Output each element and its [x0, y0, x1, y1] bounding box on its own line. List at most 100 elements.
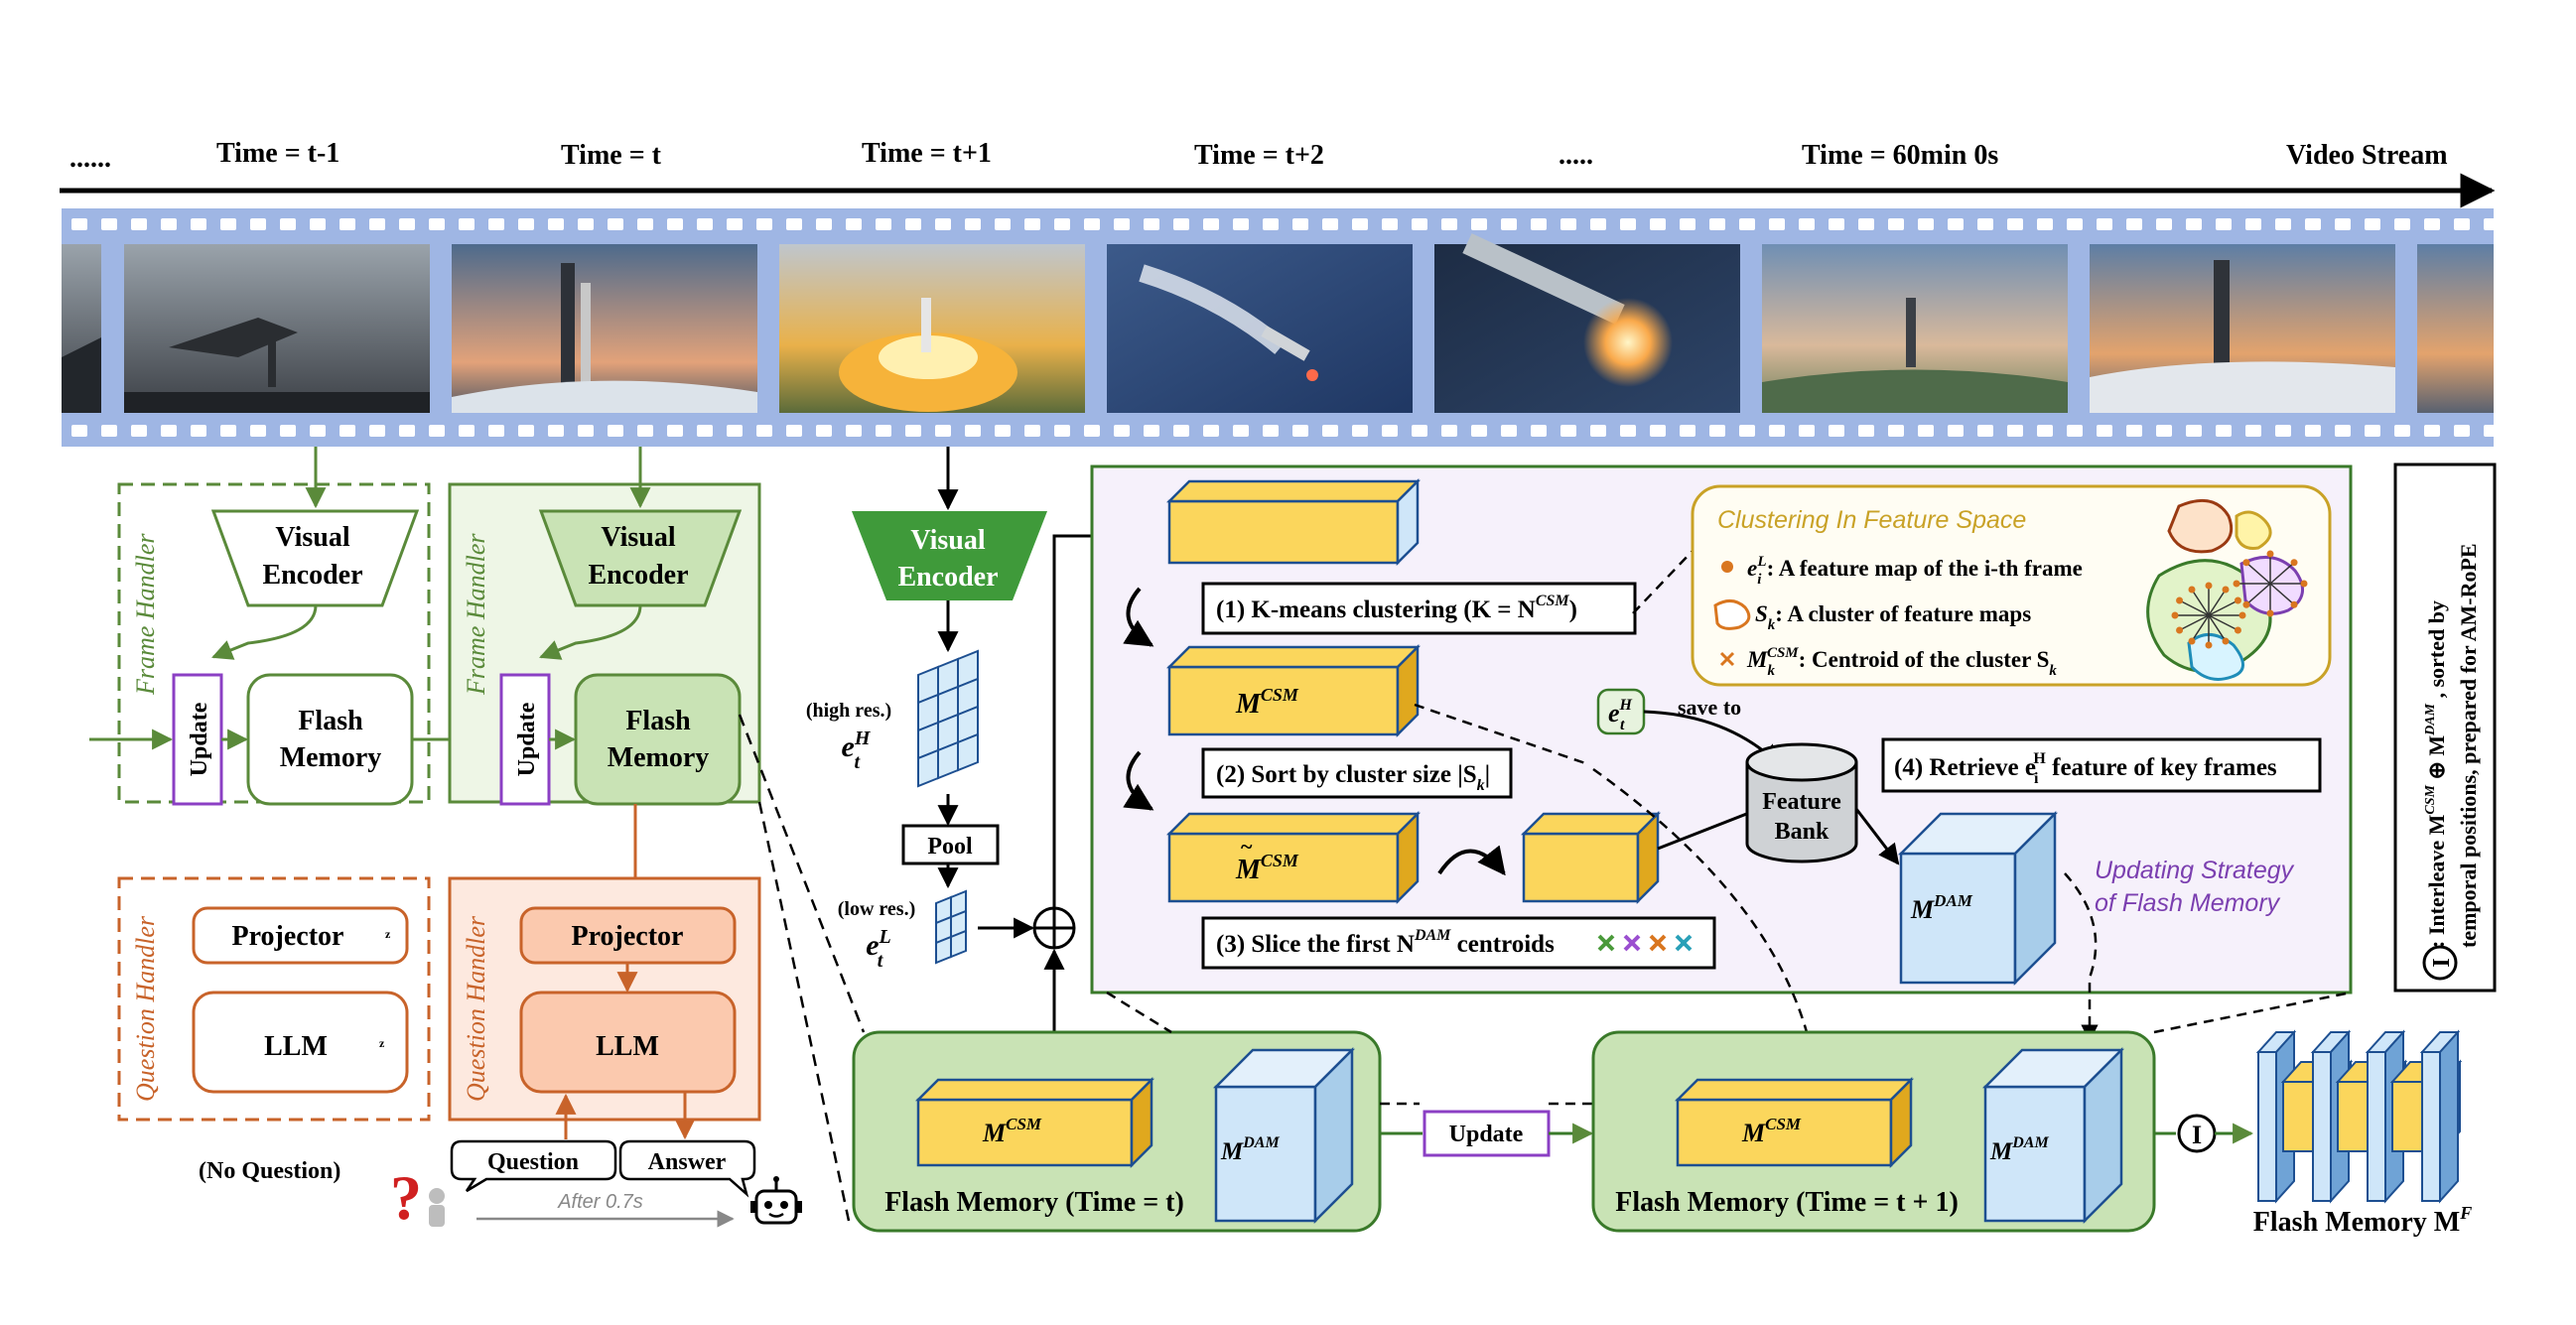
llm-prev-label: LLM	[264, 1031, 328, 1062]
after-delay-label: After 0.7s	[557, 1191, 643, 1213]
centroid-cross-icon	[1719, 651, 1735, 667]
csm-block: MCSM	[1165, 643, 1422, 738]
visual-encoder-current-line2: Encoder	[588, 560, 688, 591]
flash-memory-prev	[246, 673, 414, 806]
step1-label: (1) K-means clustering (K = NCSM)	[1216, 593, 1577, 623]
cluster-blob-icon	[1713, 599, 1751, 630]
frame-handler-current: Frame Handler Visual Encoder Update Flas…	[448, 447, 761, 901]
high-res-label: (high res.)	[806, 700, 891, 722]
question-handler-prev: Question Handler Projector z LLM z	[117, 876, 431, 1122]
step3-box	[1201, 916, 1716, 970]
step4-label: (4) Retrieve eiH feature of key frames	[1894, 750, 2277, 787]
video-frame-3	[779, 244, 1085, 413]
dam-cube-label: MDAM	[1910, 891, 1973, 924]
video-frame-0	[62, 244, 101, 413]
svg-text:~: ~	[1241, 834, 1253, 859]
cluster-illustration	[2146, 498, 2308, 681]
plus-icon	[1032, 906, 1076, 950]
film-perforations-top	[71, 218, 2500, 230]
update-transition: Update	[1380, 1102, 1594, 1157]
film-strip	[62, 208, 2500, 447]
svg-text:z: z	[379, 1036, 385, 1050]
visual-encoder-main-line2: Encoder	[897, 562, 998, 593]
qa-area: (No Question) ? Question Answer After 0.…	[199, 1139, 802, 1233]
csm-block-t-label: MCSM	[982, 1115, 1042, 1147]
flash-memory-current-line1: Flash	[625, 706, 691, 736]
pool-box	[901, 824, 1000, 865]
frame-handler-prev: Frame Handler Visual Encoder Update Flas…	[89, 447, 502, 806]
llm-current	[519, 991, 737, 1094]
question-person-icon: ?	[390, 1162, 445, 1233]
projector-current-label: Projector	[572, 921, 684, 952]
video-frame-7	[2090, 244, 2395, 413]
update-box-prev	[172, 673, 223, 806]
final-flash-memory-label: Flash Memory MF	[2253, 1203, 2472, 1238]
update-main-label: Update	[1449, 1122, 1524, 1147]
frame-handler-label-prev: Frame Handler	[131, 533, 160, 696]
time-label-video-stream: Video Stream	[2286, 140, 2448, 171]
csm-block-t1-label: MCSM	[1741, 1115, 1802, 1147]
clustering-panel: Clustering In Feature Space eiL: A featu…	[1632, 484, 2332, 687]
strategy-title-line1: Updating Strategy	[2095, 857, 2295, 884]
video-frame-2	[452, 244, 757, 413]
dam-cube-t: MDAM	[1212, 1046, 1356, 1225]
svg-text:I: I	[2429, 958, 2455, 967]
step2-label: (2) Sort by cluster size |Sk|	[1216, 761, 1490, 794]
flash-memory-prev-line1: Flash	[298, 706, 363, 736]
step3-label: (3) Slice the first NDAM centroids	[1216, 927, 1555, 958]
sorted-csm-label: MCSM	[1235, 851, 1299, 885]
question-bubble	[450, 1139, 617, 1193]
flash-memory-t1-panel: MCSM MDAM Flash Memory (Time = t + 1)	[1591, 991, 2352, 1233]
strategy-title-line2: of Flash Memory	[2095, 889, 2281, 917]
visual-encoder-current-line1: Visual	[601, 522, 675, 553]
video-frame-4	[1107, 244, 1413, 413]
clustering-item2: Sk: A cluster of feature maps	[1755, 601, 2031, 633]
dam-cube-t1-label: MDAM	[1989, 1134, 2049, 1165]
low-res-label: (low res.)	[838, 898, 916, 920]
video-frame-8	[2417, 244, 2494, 413]
dam-cube-t-label: MDAM	[1220, 1134, 1280, 1165]
csm-block-label: MCSM	[1235, 685, 1299, 720]
video-frame-1	[124, 244, 430, 413]
step2-box	[1201, 747, 1513, 799]
sorted-csm-block: MCSM ~	[1165, 810, 1422, 905]
question-handler-label-prev: Question Handler	[131, 915, 160, 1102]
no-question-label: (No Question)	[199, 1158, 340, 1184]
flash-memory-prev-line2: Memory	[280, 742, 382, 773]
question-handler-current: Question Handler Projector LLM	[448, 876, 761, 1140]
video-frame-5	[1434, 233, 1740, 413]
step1-box	[1201, 582, 1637, 635]
slice-arrow	[1437, 845, 1506, 876]
question-label: Question	[487, 1149, 579, 1175]
interleave-icon: I	[2177, 1114, 2217, 1153]
sliced-block	[1520, 810, 1662, 905]
film-perforations-bottom	[71, 425, 2500, 437]
low-res-feature-grid	[935, 889, 967, 965]
feature-bank-line1: Feature	[1762, 789, 1841, 815]
csm-block-t: MCSM	[914, 1076, 1155, 1169]
moon-zz-icon: z	[360, 1032, 385, 1062]
interleave-note-icon	[2422, 945, 2458, 981]
feature-map-dot-icon	[1721, 561, 1733, 573]
clustering-title: Clustering In Feature Space	[1717, 506, 2026, 534]
moon-zz-icon: z	[366, 923, 391, 953]
flash-memory-current	[574, 673, 742, 806]
time-label-60min: Time = 60min 0s	[1802, 140, 1998, 171]
visual-encoder-main-line1: Visual	[910, 525, 985, 556]
clustering-item3: MkCSM: Centroid of the cluster Sk	[1746, 645, 2057, 679]
interleave-output: I Flash Memory MF	[2154, 1029, 2472, 1238]
svg-text:I: I	[2192, 1121, 2202, 1149]
zoom-connectors	[738, 714, 866, 1222]
flash-memory-t1-label: Flash Memory (Time = t + 1)	[1615, 1187, 1959, 1218]
llm-prev	[192, 991, 409, 1094]
flash-memory-t-panel: MCSM MDAM Flash Memory (Time = t)	[852, 991, 1420, 1233]
answer-bubble	[618, 1139, 756, 1198]
timeline: ...... Time = t-1 Time = t Time = t+1 Ti…	[60, 138, 2496, 208]
clustering-item1: eiL: A feature map of the i-th frame	[1747, 554, 2083, 588]
save-to-label: save to	[1678, 695, 1741, 720]
csm-feature-block-top	[1165, 477, 1422, 567]
projector-prev-label: Projector	[232, 921, 344, 952]
